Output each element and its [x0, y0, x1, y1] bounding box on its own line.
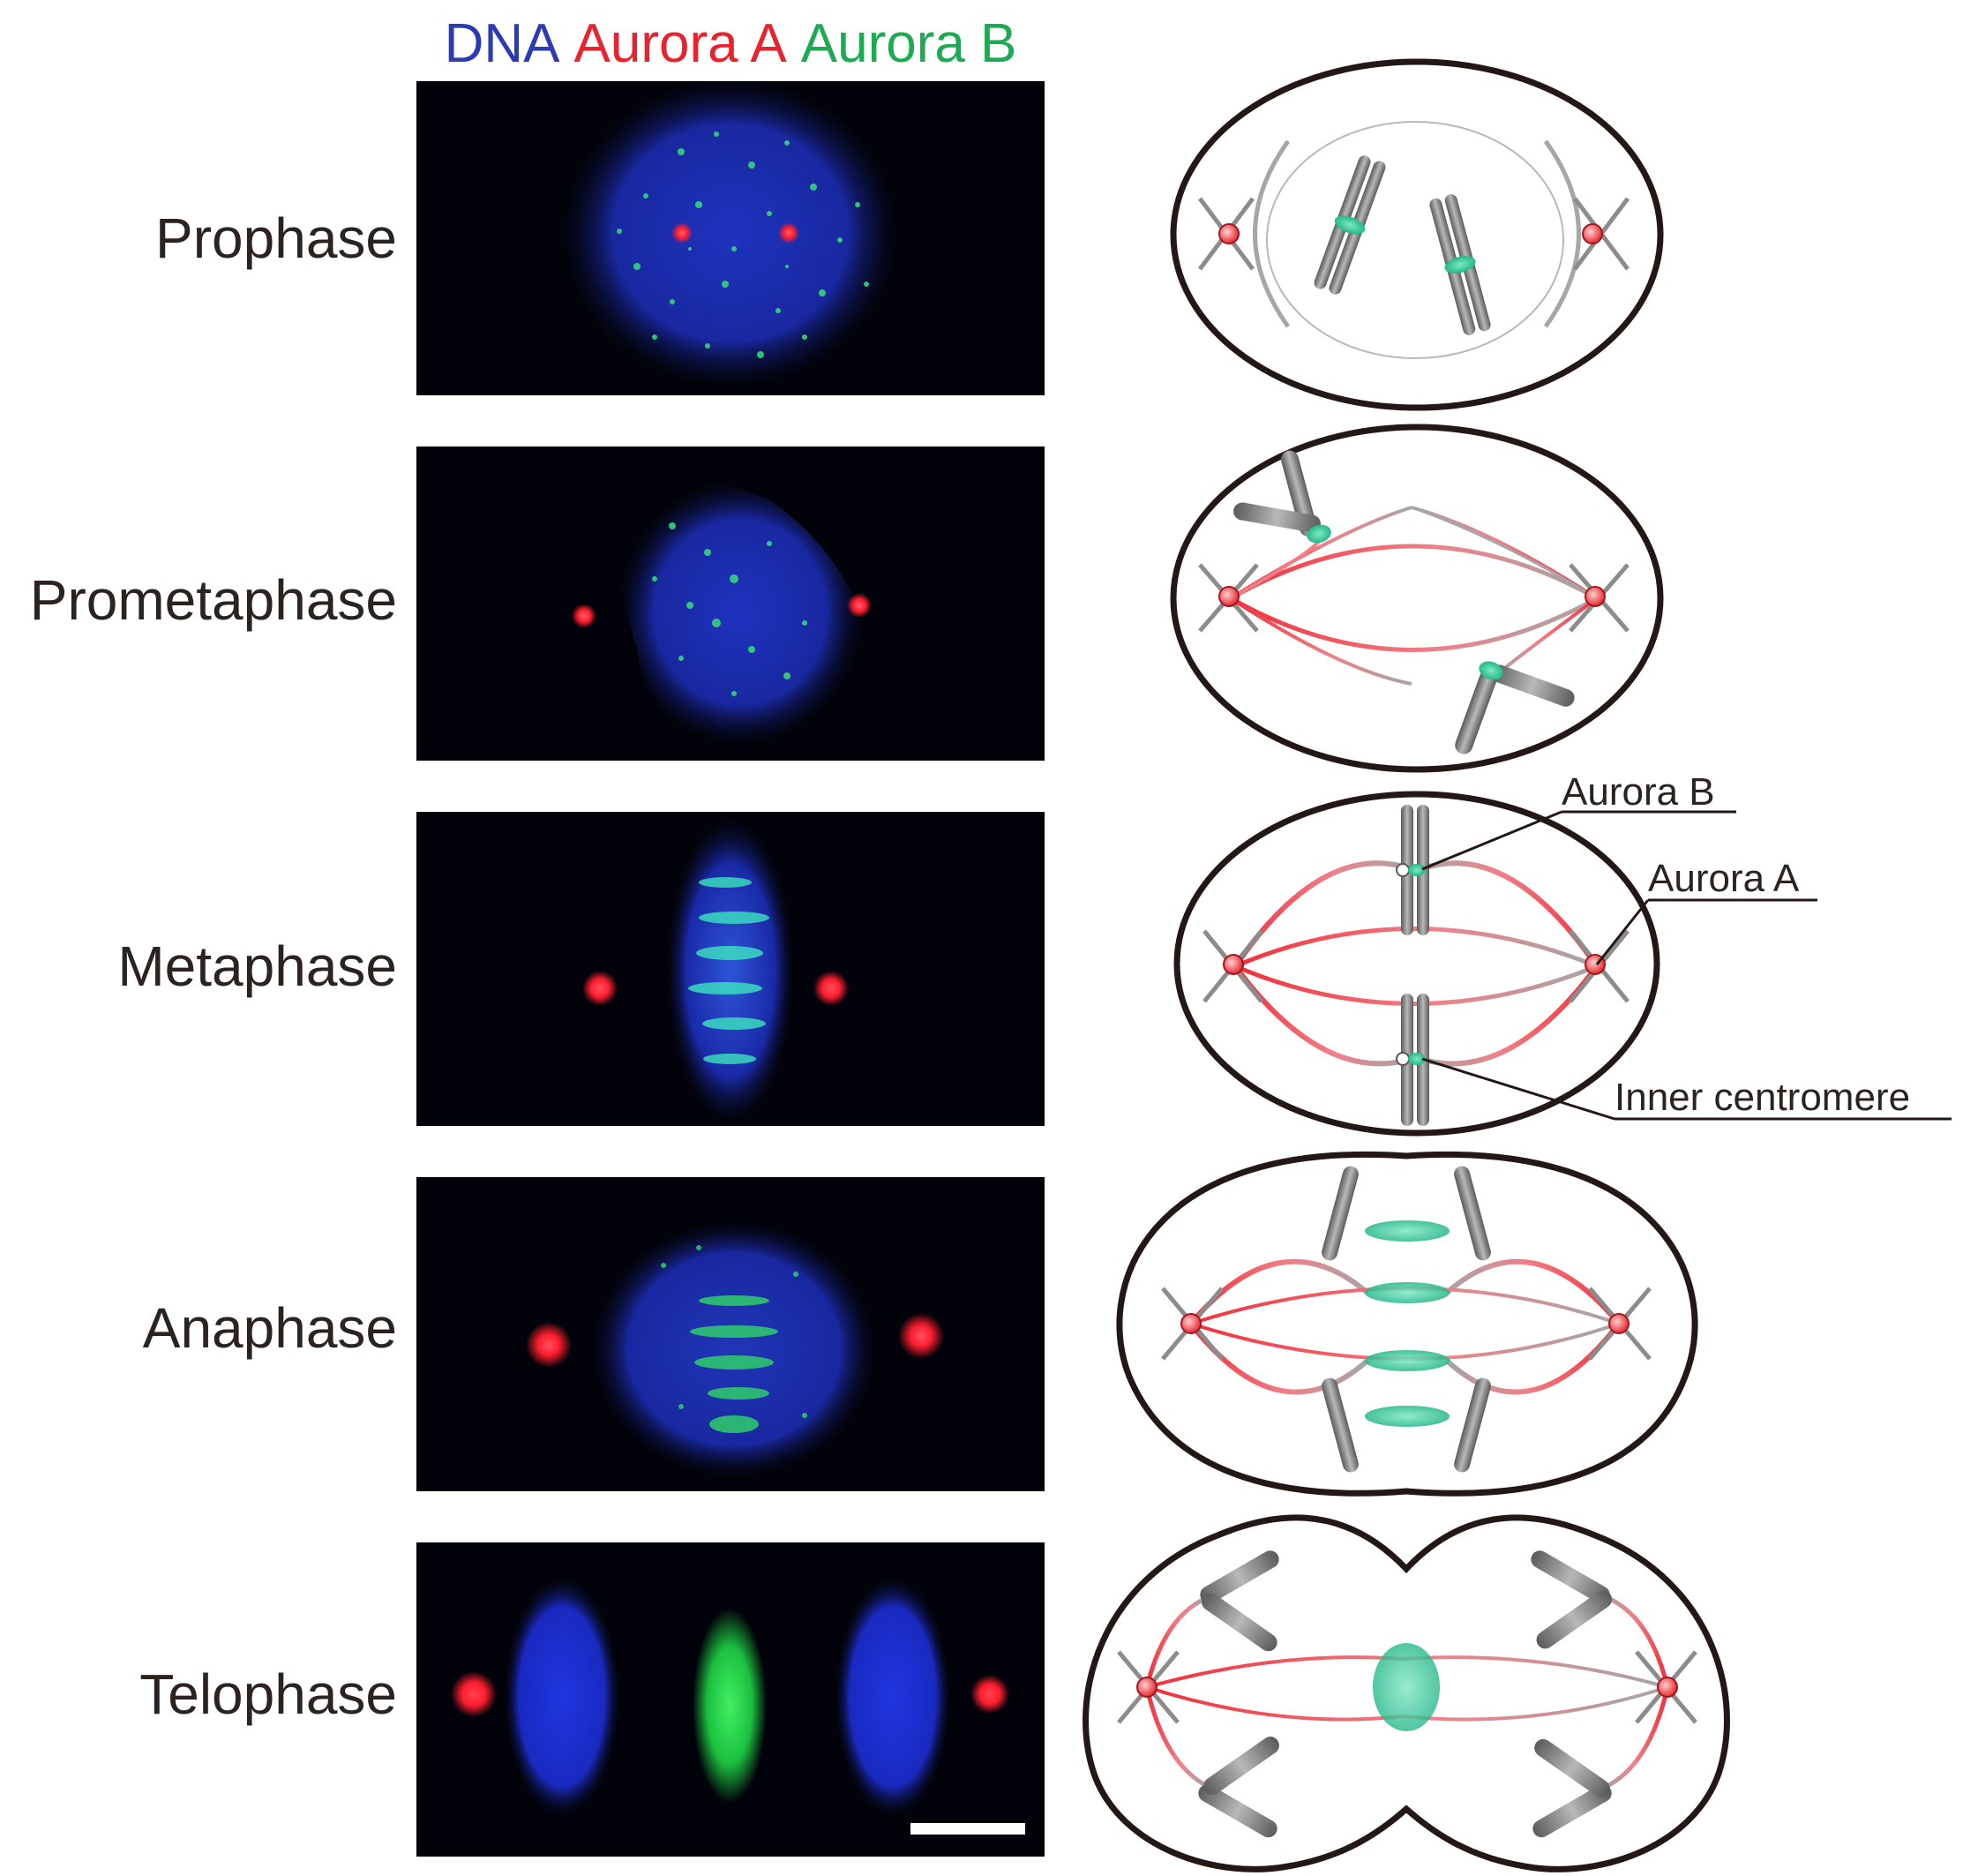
micrograph-prophase — [416, 81, 1045, 395]
leader-aurora-b — [1421, 810, 1562, 871]
legend-aurora-b: Aurora B — [800, 13, 1017, 74]
diagram-prometaphase — [1170, 424, 1664, 773]
stage-label-anaphase: Anaphase — [142, 1296, 397, 1360]
annotation-inner-centromere: Inner centromere — [1615, 1076, 1910, 1119]
micrograph-prometaphase — [416, 446, 1045, 761]
diagram-anaphase — [1116, 1151, 1698, 1497]
diagram-prophase — [1170, 58, 1664, 411]
legend-dna: DNA — [444, 13, 560, 74]
leader-aurora-a — [1595, 899, 1650, 965]
leader-inner-centromere — [1421, 1057, 1615, 1121]
diagram-telophase — [1083, 1514, 1730, 1872]
stage-label-prometaphase: Prometaphase — [29, 568, 397, 632]
micrograph-anaphase — [416, 1177, 1045, 1491]
stage-label-metaphase: Metaphase — [117, 934, 397, 998]
diagram-metaphase: Aurora B Aurora A Inner centromere — [1173, 770, 1952, 1137]
micrograph-metaphase — [416, 812, 1045, 1126]
scale-bar — [910, 1823, 1025, 1835]
micrograph-telophase — [416, 1542, 1045, 1857]
legend-aurora-a: Aurora A — [573, 13, 787, 74]
annotation-aurora-b: Aurora B — [1562, 770, 1715, 814]
stage-label-prophase: Prophase — [155, 206, 397, 270]
annotation-aurora-a: Aurora A — [1648, 857, 1800, 900]
aurora-a-centrosome-right — [778, 222, 799, 244]
aurora-b-speckles — [617, 131, 869, 358]
aurora-a-centrosome-left — [671, 222, 693, 244]
stage-label-telophase: Telophase — [139, 1662, 397, 1726]
schematic-diagrams: Aurora B Aurora A Inner centromere — [1083, 58, 1952, 1872]
